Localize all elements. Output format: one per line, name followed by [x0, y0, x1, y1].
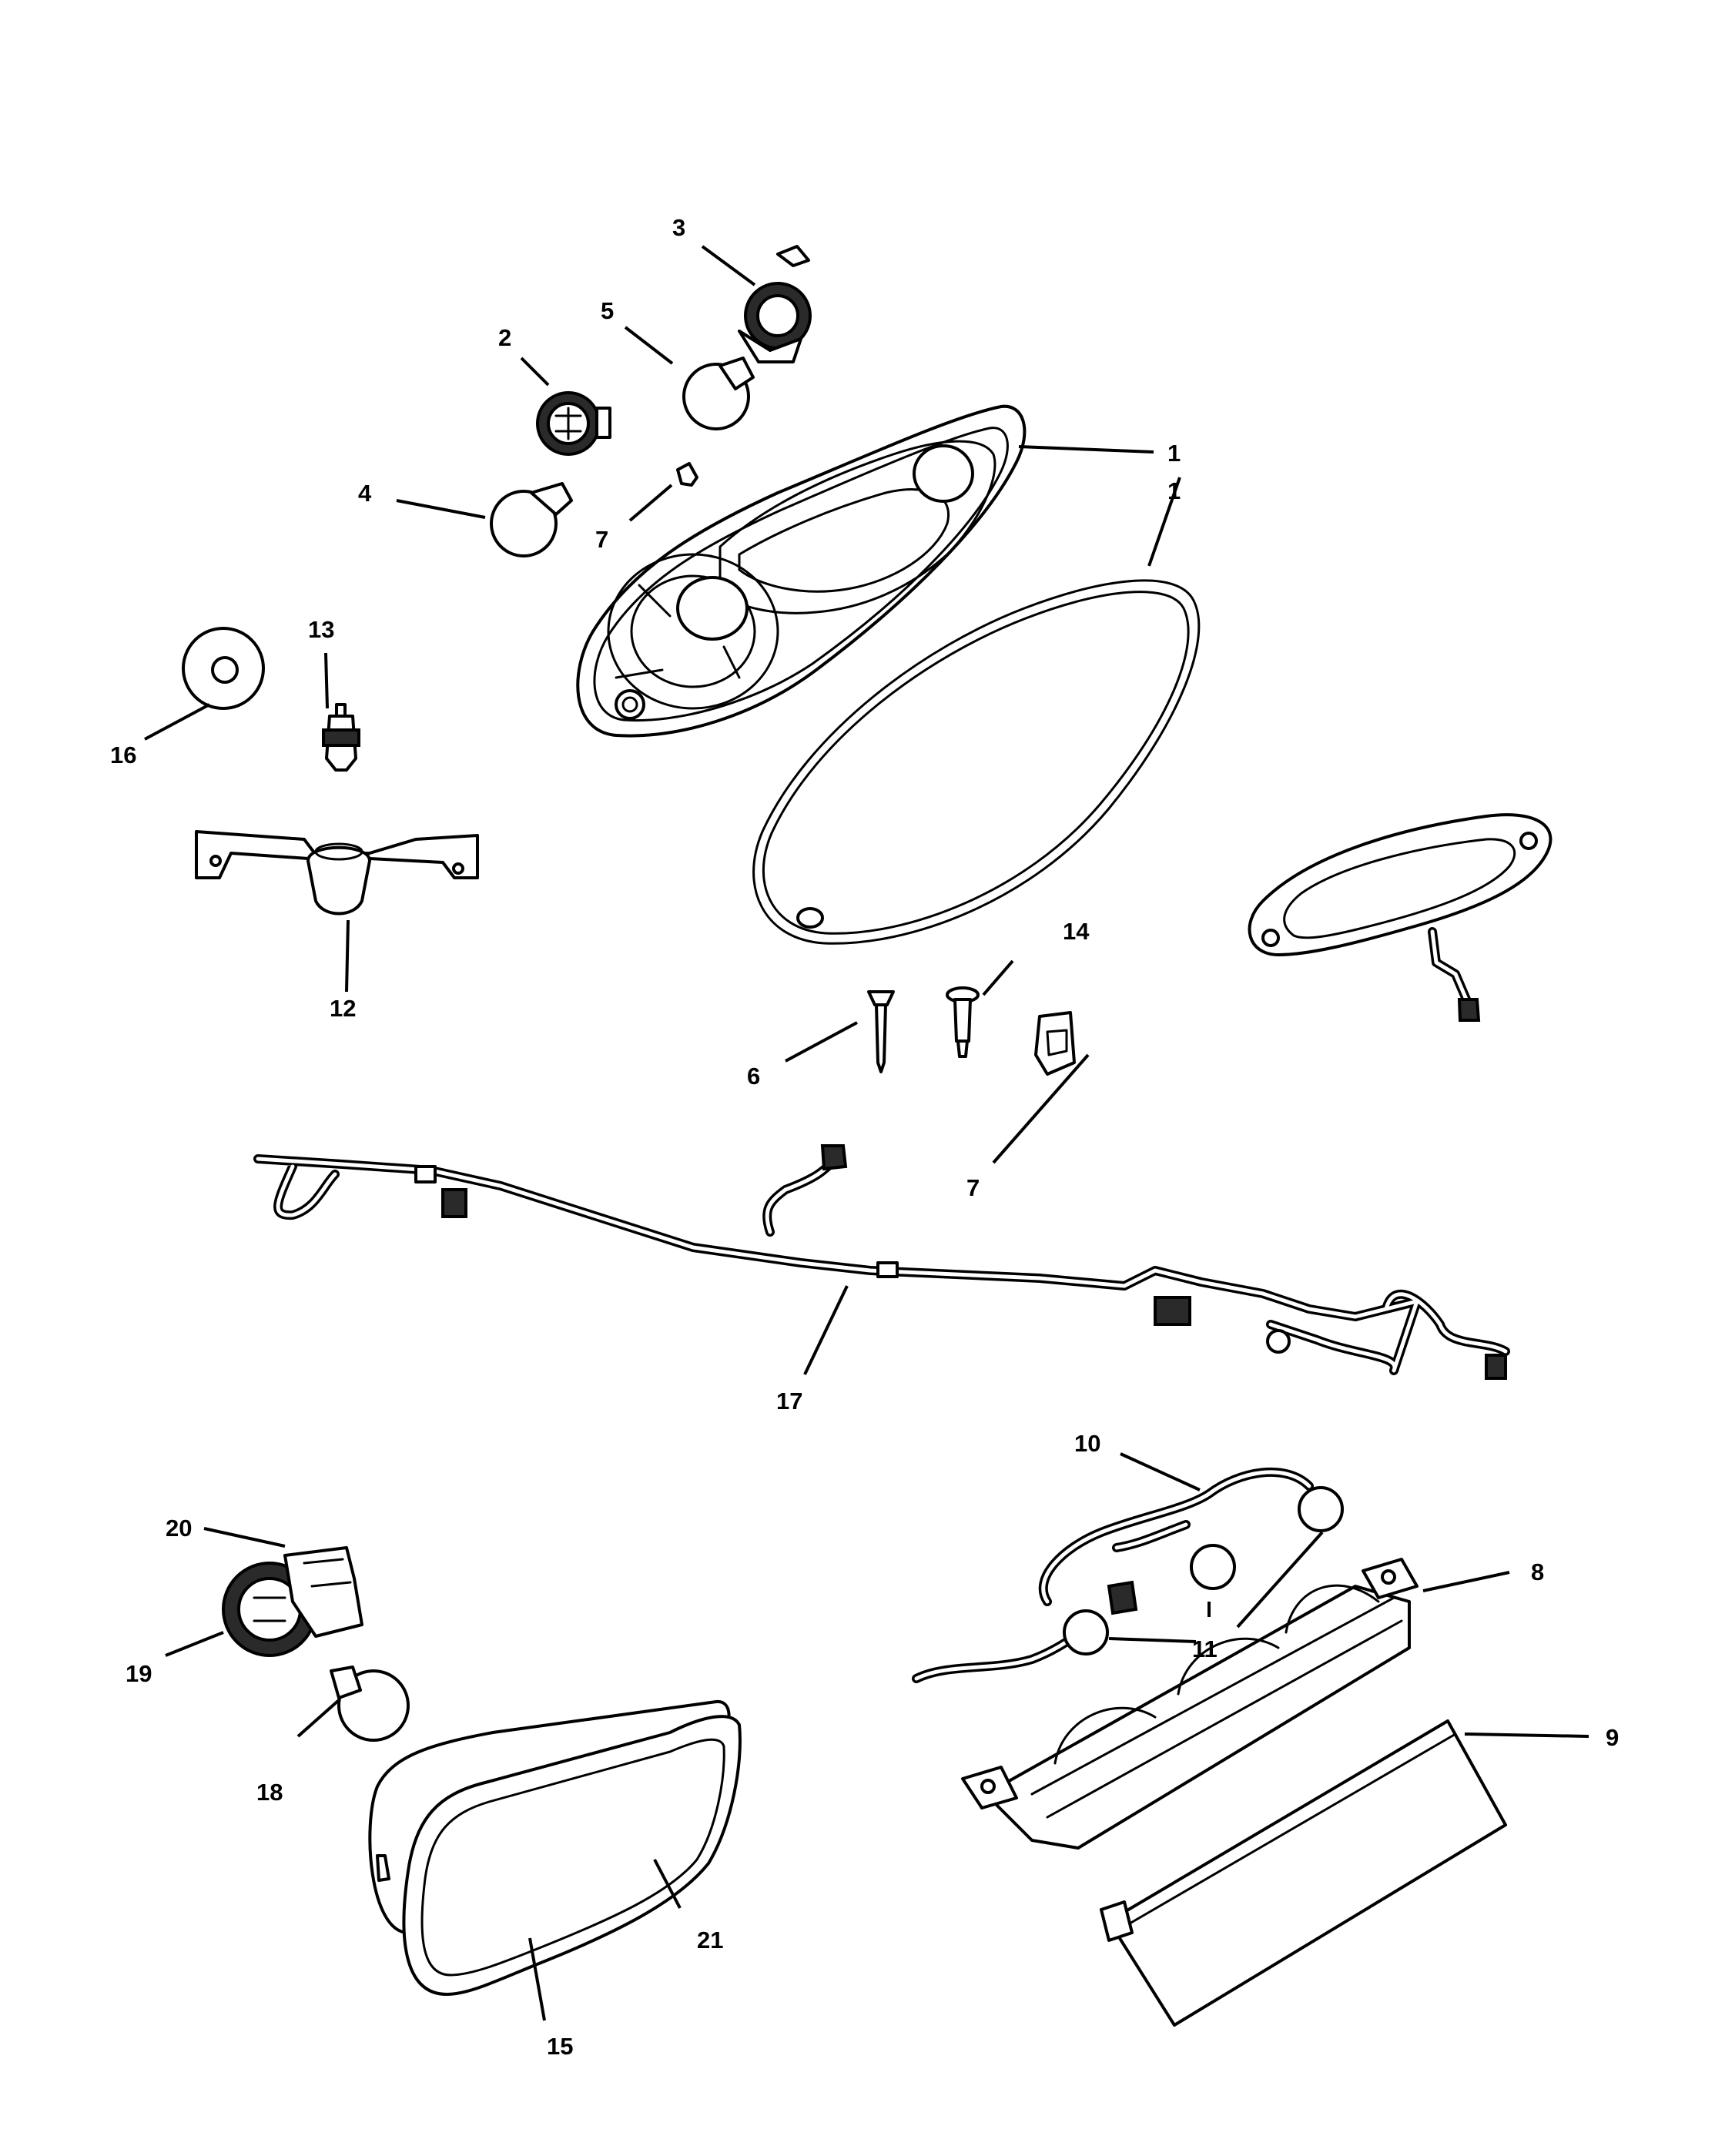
callout-6: 6 [747, 1063, 760, 1090]
callout-7-upper: 7 [595, 526, 608, 553]
wiring-harness-17 [253, 1144, 1510, 1380]
callout-13: 13 [308, 616, 334, 643]
callout-16: 16 [110, 742, 136, 768]
callout-4: 4 [358, 480, 372, 507]
callout-19: 19 [126, 1660, 152, 1687]
callout-3: 3 [672, 214, 685, 241]
bulb-18 [330, 1666, 410, 1742]
callout-5: 5 [601, 297, 614, 324]
callout-20: 20 [166, 1515, 192, 1542]
bulb-harness-10 [912, 1467, 1344, 1683]
lamp-gasket [752, 579, 1201, 945]
callout-17: 17 [776, 1388, 802, 1414]
license-lamp-12 [195, 830, 479, 916]
callout-7-lower: 7 [966, 1174, 980, 1201]
callout-1-upper: 1 [1167, 440, 1181, 467]
callout-labels: 1 1 2 3 4 5 6 7 7 8 9 10 11 11 12 13 14 … [110, 214, 1619, 2060]
leader-lines [144, 245, 1589, 2021]
callout-10: 10 [1074, 1430, 1100, 1457]
lamp-assembly-15 [368, 1699, 742, 1996]
tail-lamp-housing [576, 404, 1027, 738]
grommet-16 [182, 627, 265, 710]
callout-14: 14 [1063, 918, 1090, 945]
bulb-13 [322, 703, 360, 772]
chmsl-lens-9 [1100, 1719, 1507, 2027]
callout-8: 8 [1531, 1558, 1544, 1585]
bulb-4 [490, 482, 573, 557]
clip-7-upper [676, 462, 698, 487]
callout-21: 21 [697, 1927, 723, 1953]
bulb-socket-2 [536, 391, 611, 456]
clip-7-lower [1034, 1011, 1076, 1076]
callout-2: 2 [498, 324, 511, 351]
chmsl-housing-8 [961, 1558, 1419, 1850]
high-mount-lamp [1248, 813, 1552, 1022]
screw-6 [867, 990, 895, 1073]
callout-15: 15 [547, 2033, 573, 2060]
callout-12: 12 [330, 995, 356, 1022]
bulb-socket-3 [738, 245, 812, 363]
screw-14 [946, 986, 980, 1058]
callout-9: 9 [1606, 1724, 1619, 1751]
callout-11-left: 11 [1192, 1635, 1218, 1662]
bulb-5 [682, 357, 755, 430]
callout-1-lower: 1 [1167, 477, 1181, 504]
callout-18: 18 [256, 1779, 283, 1806]
connector-20 [283, 1546, 363, 1638]
